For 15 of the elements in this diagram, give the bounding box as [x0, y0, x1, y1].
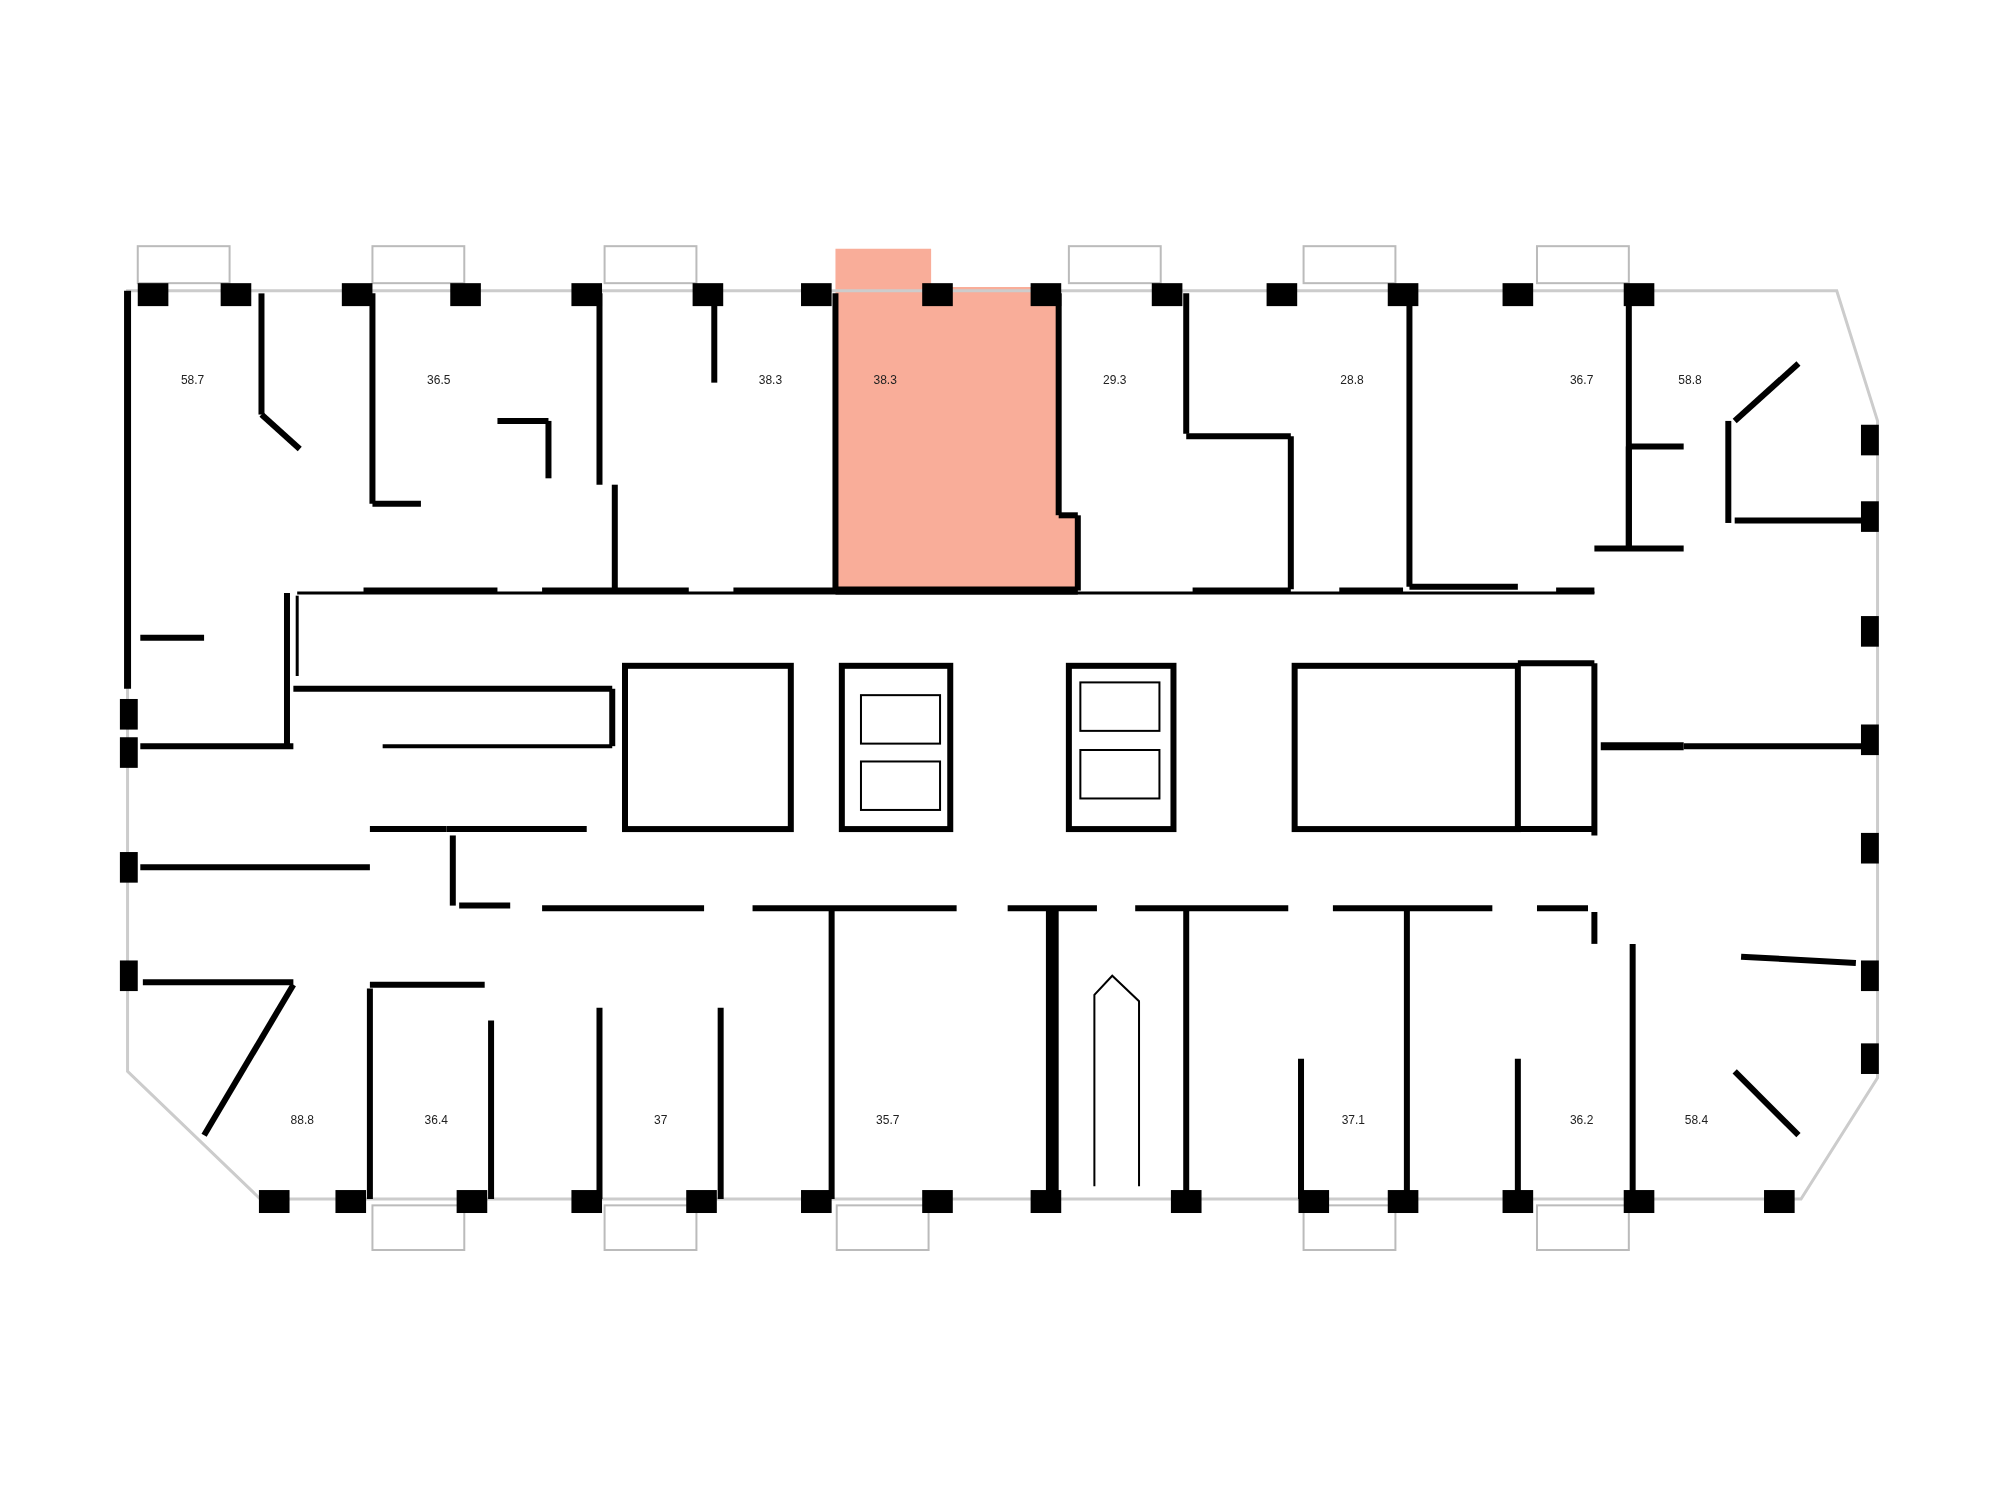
area-label: 37.1 — [1341, 1112, 1365, 1127]
area-label: 36.2 — [1569, 1112, 1594, 1127]
area-label: 38.3 — [873, 373, 897, 388]
area-label: 29.3 — [1103, 373, 1127, 388]
area-label: 58.4 — [1684, 1112, 1709, 1127]
area-label: 36.7 — [1569, 373, 1594, 388]
area-label: 38.3 — [758, 373, 783, 388]
area-label: 37 — [654, 1112, 668, 1127]
area-label: 58.7 — [180, 373, 205, 388]
area-label: 28.8 — [1340, 373, 1364, 388]
area-label: 58.8 — [1678, 373, 1702, 388]
area-label: 35.7 — [876, 1112, 900, 1127]
area-label: 36.5 — [427, 373, 451, 388]
area-label: 88.8 — [290, 1112, 314, 1127]
area-label: 36.4 — [424, 1112, 448, 1127]
